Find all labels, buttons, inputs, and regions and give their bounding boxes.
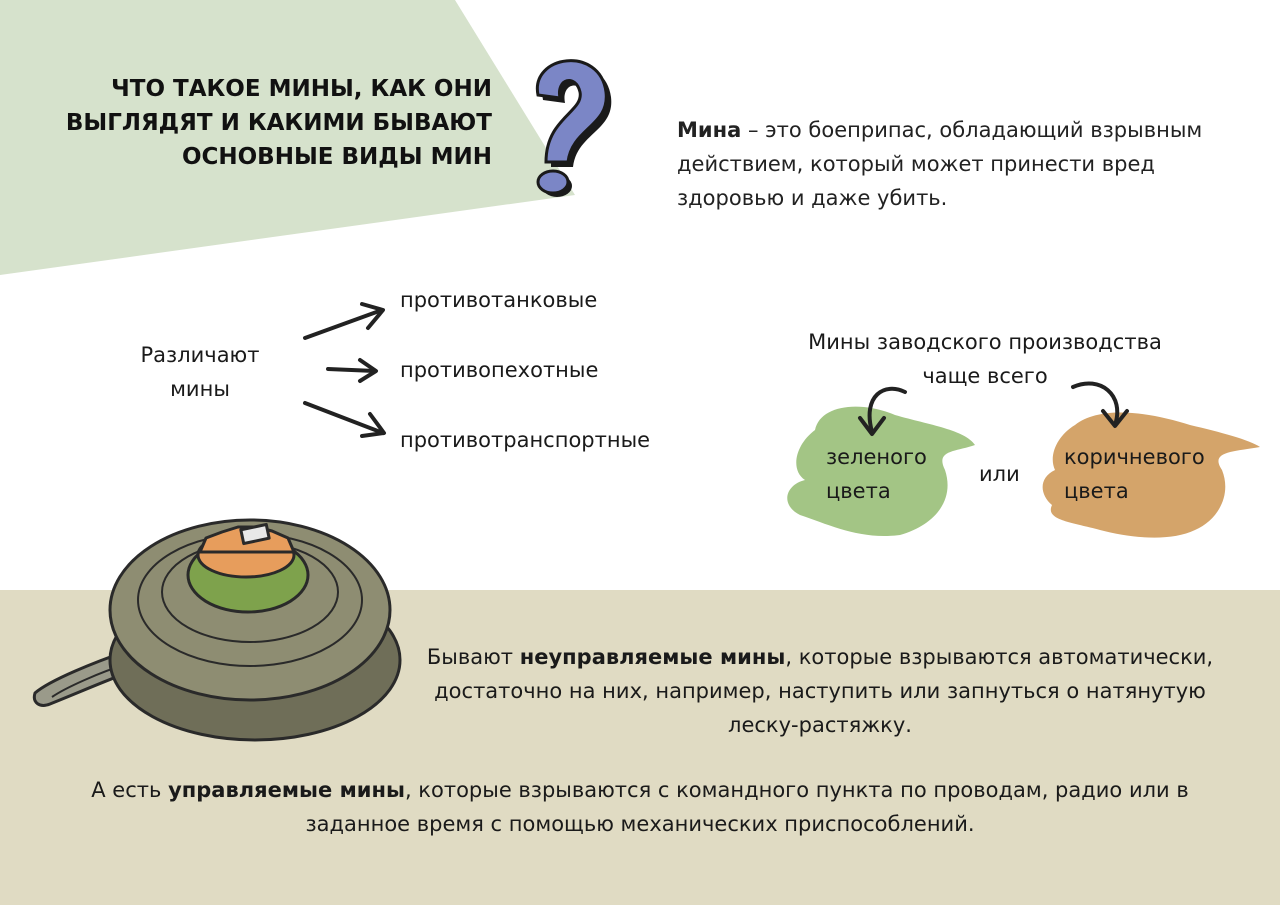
brown-label: коричневого цвета [1064,440,1205,508]
guided-term: управляемые мины [168,778,405,802]
green-label: зеленого цвета [826,440,927,508]
green-label-line: зеленого [826,445,927,469]
definition-term: Мина [677,118,742,142]
guided-mines-text: А есть управляемые мины, которые взрываю… [60,773,1220,841]
or-label: или [979,462,1020,486]
factory-colors-lead-line: Мины заводского производства [808,330,1162,354]
arrow-icon [303,302,385,340]
factory-colors-lead-line: чаще всего [922,364,1048,388]
types-lead-line: Различают [140,343,260,367]
curved-arrow-icon [858,386,907,436]
factory-colors-lead: Мины заводского производства чаще всего [760,325,1210,393]
guided-suffix: , которые взрываются с командного пункта… [305,778,1189,836]
guided-prefix: А есть [91,778,169,802]
type-item-antipersonnel: противопехотные [400,358,599,382]
types-lead-line: мины [170,377,230,401]
unguided-term: неуправляемые мины [519,645,786,669]
brown-label-line: коричневого [1064,445,1205,469]
types-lead: Различают мины [100,338,300,406]
definition-body: – это боеприпас, обладающий взрывным дей… [677,118,1203,210]
brown-label-line: цвета [1064,479,1129,503]
unguided-prefix: Бывают [426,645,520,669]
title-line: ОСНОВНЫЕ ВИДЫ МИН [181,144,492,170]
arrow-icon [303,401,386,438]
brown-blob [1042,412,1260,538]
unguided-mines-text: Бывают неуправляемые мины, которые взрыв… [420,640,1220,742]
page-title: ЧТО ТАКОЕ МИНЫ, КАК ОНИ ВЫГЛЯДЯТ И КАКИМ… [40,72,492,174]
type-item-antivehicle: противотранспортные [400,428,651,452]
green-label-line: цвета [826,479,891,503]
definition-text: Мина – это боеприпас, обладающий взрывны… [677,113,1237,215]
green-blob [787,406,975,536]
curved-arrow-icon [1071,381,1129,428]
question-mark-icon [535,59,612,197]
unguided-suffix: , которые взрываются автоматически, дост… [434,645,1214,737]
title-line: ВЫГЛЯДЯТ И КАКИМИ БЫВАЮТ [65,110,492,136]
title-line: ЧТО ТАКОЕ МИНЫ, КАК ОНИ [111,76,492,102]
arrow-icon [326,358,378,383]
type-item-antitank: противотанковые [400,288,598,312]
top-band [0,0,575,275]
landmine-illustration [32,518,402,742]
